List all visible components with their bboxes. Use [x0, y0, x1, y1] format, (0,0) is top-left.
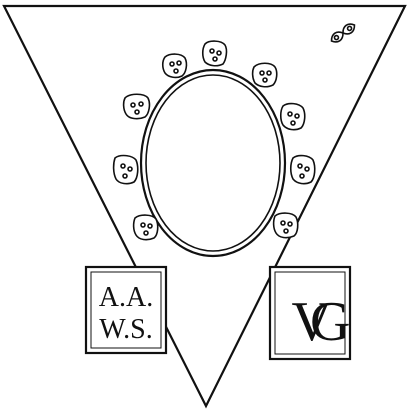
initials-line-2: W.S. — [99, 314, 152, 345]
initials-line-1: A.A. — [99, 282, 153, 313]
carved-stone-ornament-icon — [291, 156, 315, 184]
central-oval-inner — [146, 75, 280, 251]
right-monogram-box: VG — [270, 267, 350, 359]
carved-stone-ornament-icon — [274, 213, 298, 238]
left-initials-box: A.A. W.S. — [86, 267, 166, 353]
carved-stone-ornament-icon — [134, 215, 158, 240]
carved-stone-ornament-icon — [124, 94, 150, 118]
carved-stone-ornament-icon — [163, 54, 187, 77]
carved-stone-ornament-icon — [281, 104, 305, 130]
carved-stone-ornament-icon — [253, 63, 277, 86]
carved-stone-ornament-icon — [203, 41, 227, 66]
carved-stone-ornament-icon — [114, 156, 138, 184]
